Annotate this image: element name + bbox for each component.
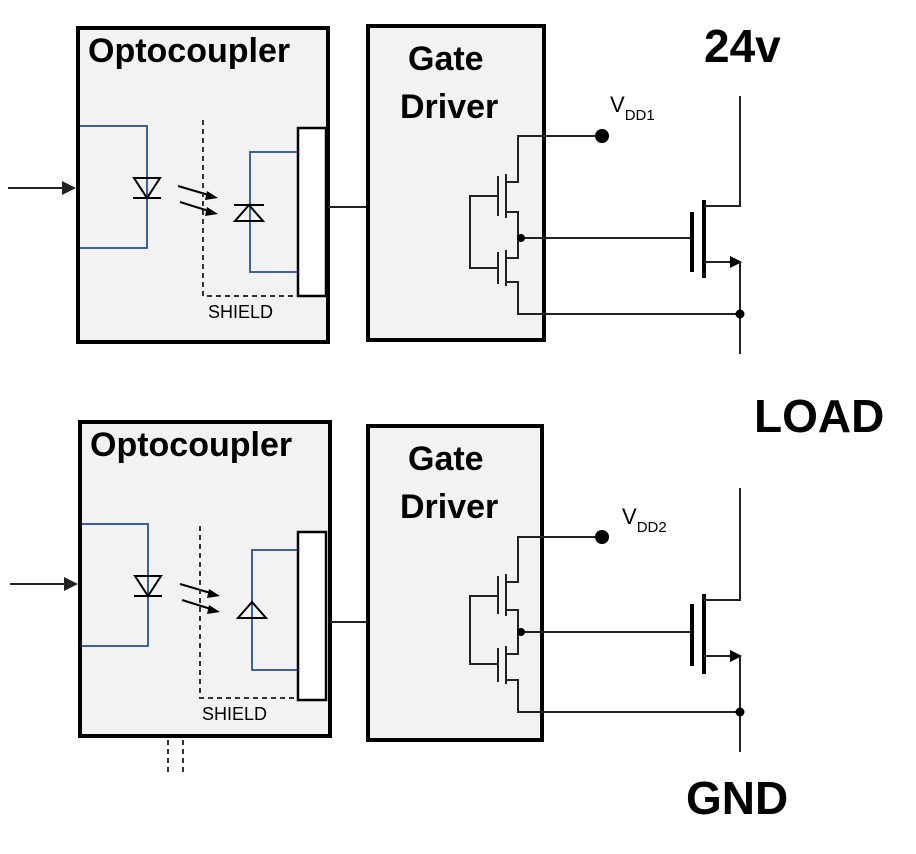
power-mosfet-icon-2 [690, 488, 745, 752]
vdd-label-2: VDD2 [622, 504, 667, 536]
ground-label: GND [686, 772, 788, 824]
shield-label-1: SHIELD [208, 302, 273, 322]
push-pull-transistors-icon-2 [469, 536, 740, 713]
led-icon-1 [132, 177, 162, 200]
led-loop-1 [80, 125, 148, 249]
optocoupler-title-1: Optocoupler [88, 32, 290, 70]
vdd-node-2 [595, 530, 609, 544]
power-mosfet-icon-1 [690, 96, 745, 354]
optocoupler-box-2 [78, 420, 332, 738]
gate-driver-title-2a: Gate [408, 440, 484, 478]
output-stage-2 [296, 530, 328, 702]
photodiode-loop-1 [249, 151, 298, 273]
light-arrows-icon-1 [177, 185, 218, 216]
photodiode-icon-2 [235, 600, 269, 619]
dashed-stub-lines [167, 740, 184, 772]
shield-line-2 [199, 526, 298, 699]
photodiode-loop-2 [251, 549, 298, 671]
gate-driver-title-1b: Driver [400, 88, 498, 126]
vdd-node-1 [595, 129, 609, 143]
vdd-label-1: VDD1 [610, 92, 655, 124]
light-arrows-icon-2 [179, 583, 220, 614]
gate-driver-title-1a: Gate [408, 40, 484, 78]
input-arrow-2 [10, 577, 78, 591]
load-label: LOAD [754, 390, 884, 442]
shield-label-2: SHIELD [202, 704, 267, 724]
push-pull-transistors-icon-1 [469, 135, 740, 315]
supply-label: 24v [704, 20, 781, 72]
led-icon-2 [133, 575, 163, 598]
channel-1: Optocoupler SHIELD Gate Driver [8, 24, 745, 354]
photodiode-icon-1 [232, 203, 266, 222]
input-arrow-1 [8, 181, 76, 195]
shield-line-1 [202, 120, 322, 297]
optocoupler-title-2: Optocoupler [90, 426, 292, 464]
output-stage-1 [296, 126, 328, 298]
led-loop-2 [82, 523, 149, 647]
gate-driver-title-2b: Driver [400, 488, 498, 526]
channel-2: Optocoupler SHIELD Gate Driver [10, 420, 745, 772]
